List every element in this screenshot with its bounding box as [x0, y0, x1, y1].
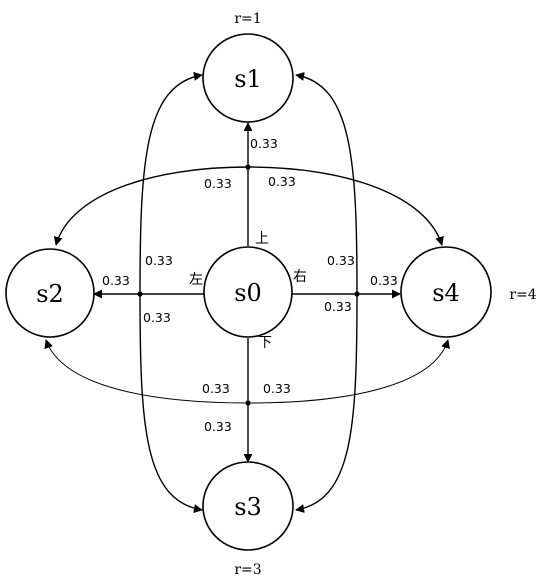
edge-right-branch-to-s1: [295, 72, 358, 295]
action-left-label: 左: [189, 272, 203, 288]
node-s0: s0: [203, 246, 293, 338]
edge-right-branch-to-s3: [295, 293, 358, 513]
edge-down-branch-to-s2: [44, 339, 249, 404]
node-s0-label: s0: [234, 279, 262, 307]
node-s4-label: s4: [432, 279, 460, 307]
prob-up-to-s1: 0.33: [250, 136, 278, 151]
node-s1: s1: [202, 33, 294, 123]
reward-s1: r=1: [234, 11, 261, 27]
prob-down-to-s3: 0.33: [204, 419, 232, 434]
branch-dot-left: [137, 291, 143, 297]
prob-up-to-s4: 0.33: [268, 174, 296, 189]
prob-down-to-s2: 0.33: [202, 381, 230, 396]
prob-up-to-s2: 0.33: [204, 176, 232, 191]
branch-dot-down: [245, 400, 251, 406]
node-s3-label: s3: [234, 493, 262, 521]
prob-left-to-s1: 0.33: [145, 253, 173, 268]
prob-left-to-s3: 0.33: [143, 310, 171, 325]
prob-right-to-s1: 0.33: [327, 253, 355, 268]
branch-dot-right: [354, 291, 360, 297]
edge-down-branch-to-s4: [247, 339, 450, 404]
branch-dot-up: [245, 164, 251, 170]
prob-left-to-s2: 0.33: [102, 273, 130, 288]
reward-s4: r=4: [509, 287, 536, 303]
prob-down-to-s4: 0.33: [263, 381, 291, 396]
edge-left-branch-to-s3: [139, 293, 203, 514]
action-right-label: 右: [293, 269, 307, 285]
action-down-label: 下: [258, 335, 272, 351]
prob-right-to-s4: 0.33: [370, 273, 398, 288]
prob-right-to-s3: 0.33: [324, 299, 352, 314]
reward-s3: r=3: [234, 562, 261, 578]
action-up-label: 上: [255, 231, 269, 247]
node-s2: s2: [5, 248, 95, 338]
node-s2-label: s2: [36, 280, 64, 308]
edge-left-branch-to-s1: [139, 71, 203, 295]
edge-up-branch-to-s4: [247, 166, 444, 246]
node-s3: s3: [202, 461, 294, 551]
node-s1-label: s1: [234, 65, 262, 93]
edge-up-branch-to-s2: [53, 166, 249, 246]
node-s4: s4: [400, 246, 492, 338]
